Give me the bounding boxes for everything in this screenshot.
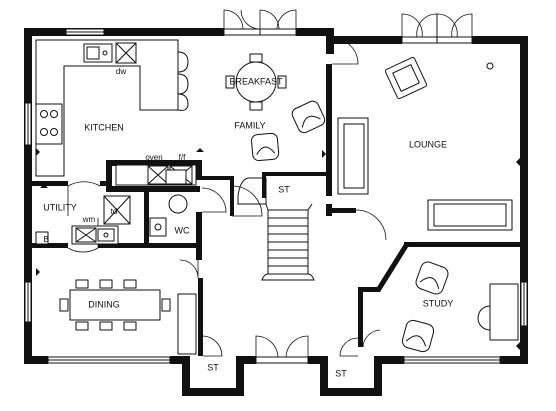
boiler-label: B — [43, 235, 48, 244]
radiators — [36, 148, 520, 350]
windows — [24, 28, 528, 364]
stairs-label: ST — [278, 184, 290, 194]
study-furniture — [401, 261, 519, 353]
outer-walls — [24, 28, 528, 396]
dishwasher-label: dw — [116, 67, 126, 76]
breakfast-label: BREAKFAST — [229, 76, 283, 86]
lounge-furniture — [337, 56, 513, 231]
family-armchairs — [251, 100, 326, 162]
tumble-dryer-label: td — [111, 207, 118, 216]
utility-fittings — [35, 195, 131, 245]
interior-doors — [67, 37, 387, 357]
store-left-label: ST — [207, 362, 219, 372]
staircase — [237, 177, 315, 281]
kitchen-units — [35, 39, 189, 177]
french-doors-family — [223, 9, 297, 36]
french-doors-lounge — [401, 13, 473, 44]
dining-label: DINING — [88, 299, 120, 309]
dining-table — [59, 279, 197, 355]
interior-walls — [32, 64, 520, 356]
store-right-label: ST — [335, 368, 347, 378]
washing-machine-label: wm — [82, 215, 96, 224]
fridge-freezer-label: f/f — [179, 153, 186, 162]
oven-label: oven — [145, 153, 162, 162]
lounge-label: LOUNGE — [409, 139, 447, 149]
wc-fittings — [149, 169, 188, 237]
utility-label: UTILITY — [43, 202, 77, 212]
wc-label: WC — [175, 225, 190, 235]
study-label: STUDY — [423, 298, 454, 308]
kitchen-label: KITCHEN — [84, 122, 124, 132]
front-door — [255, 335, 309, 364]
breakfast-table — [225, 53, 287, 111]
family-label: FAMILY — [234, 120, 265, 130]
